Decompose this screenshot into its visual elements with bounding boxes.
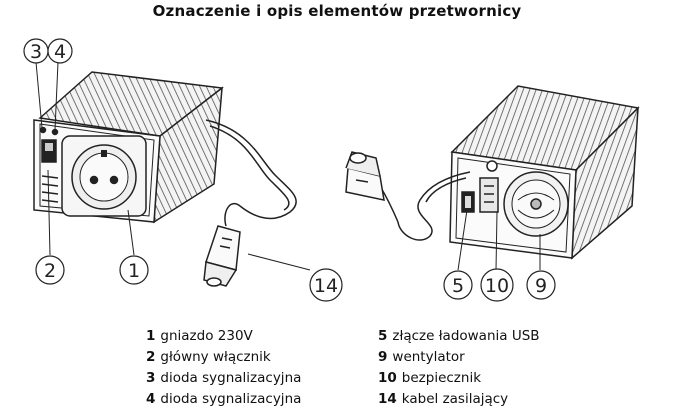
callout-1: 1	[119, 255, 149, 285]
inverter-back-view	[449, 85, 640, 260]
callout-lines	[35, 61, 541, 271]
callout-10: 10	[480, 268, 514, 302]
svg-text:14: 14	[314, 275, 338, 297]
svg-text:5: 5	[452, 275, 464, 297]
svg-text:4: 4	[54, 41, 66, 63]
diagram-title: Oznaczenie i opis elementów przetwornicy	[152, 2, 522, 20]
callout-14: 14	[309, 268, 343, 302]
svg-text:9: 9	[535, 275, 547, 297]
callout-4: 4	[47, 38, 73, 64]
svg-text:3: 3	[30, 41, 42, 63]
callout-2: 2	[35, 255, 65, 285]
power-cable-right	[345, 151, 471, 241]
inverter-illustration: 3 4 2 1 14 5 10 9	[23, 38, 640, 302]
svg-text:10: 10	[485, 275, 509, 297]
power-cable-left	[203, 119, 297, 287]
callout-5: 5	[443, 270, 473, 300]
svg-text:1: 1	[128, 260, 140, 282]
callout-9: 9	[526, 270, 556, 300]
inverter-front-view	[33, 71, 224, 224]
svg-text:2: 2	[44, 260, 56, 282]
callout-3: 3	[23, 38, 49, 64]
